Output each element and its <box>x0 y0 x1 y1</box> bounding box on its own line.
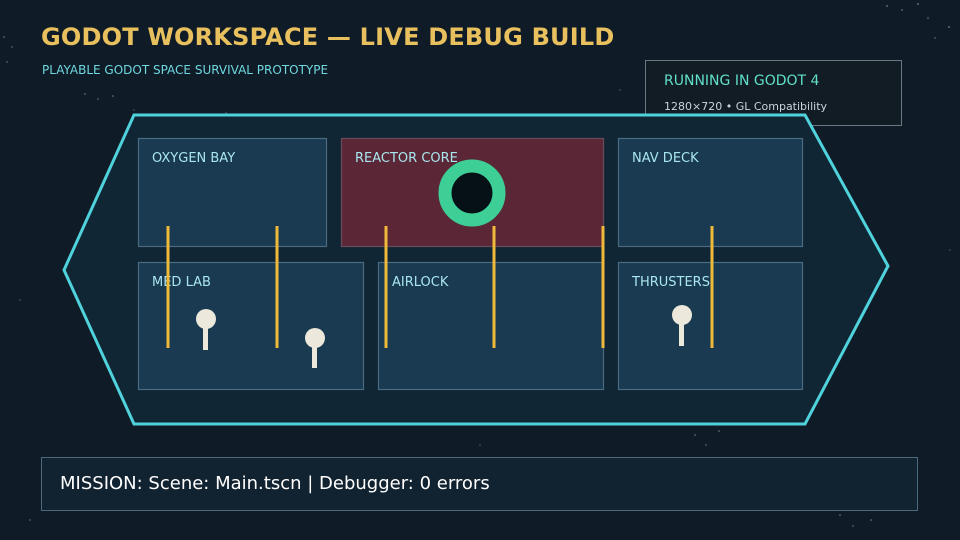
room-label-reactor-core: REACTOR CORE <box>355 151 458 166</box>
room-label-oxygen-bay: OXYGEN BAY <box>152 151 235 166</box>
crew-member-icon[interactable] <box>305 328 325 368</box>
room-med-lab[interactable]: MED LAB <box>137 261 365 391</box>
mission-status-bar: MISSION: Scene: Main.tscn | Debugger: 0 … <box>41 457 918 511</box>
mission-status-text: MISSION: Scene: Main.tscn | Debugger: 0 … <box>60 473 490 494</box>
page-subtitle: PLAYABLE GODOT SPACE SURVIVAL PROTOTYPE <box>42 63 329 77</box>
engine-status-panel: RUNNING IN GODOT 4 1280×720 • GL Compati… <box>645 60 902 126</box>
reactor-ring-icon[interactable] <box>438 159 506 227</box>
engine-status-title: RUNNING IN GODOT 4 <box>664 73 820 89</box>
room-label-airlock: AIRLOCK <box>392 275 449 290</box>
room-airlock[interactable]: AIRLOCK <box>377 261 605 391</box>
render-settings-text: 1280×720 • GL Compatibility <box>664 100 828 113</box>
page-title: GODOT WORKSPACE — LIVE DEBUG BUILD <box>41 23 615 51</box>
room-oxygen-bay[interactable]: OXYGEN BAY <box>137 137 328 248</box>
room-label-nav-deck: NAV DECK <box>632 151 699 166</box>
crew-member-icon[interactable] <box>672 305 692 346</box>
room-label-thrusters: THRUSTERS <box>631 275 710 290</box>
room-label-med-lab: MED LAB <box>152 275 211 290</box>
crew-member-icon[interactable] <box>196 309 216 350</box>
